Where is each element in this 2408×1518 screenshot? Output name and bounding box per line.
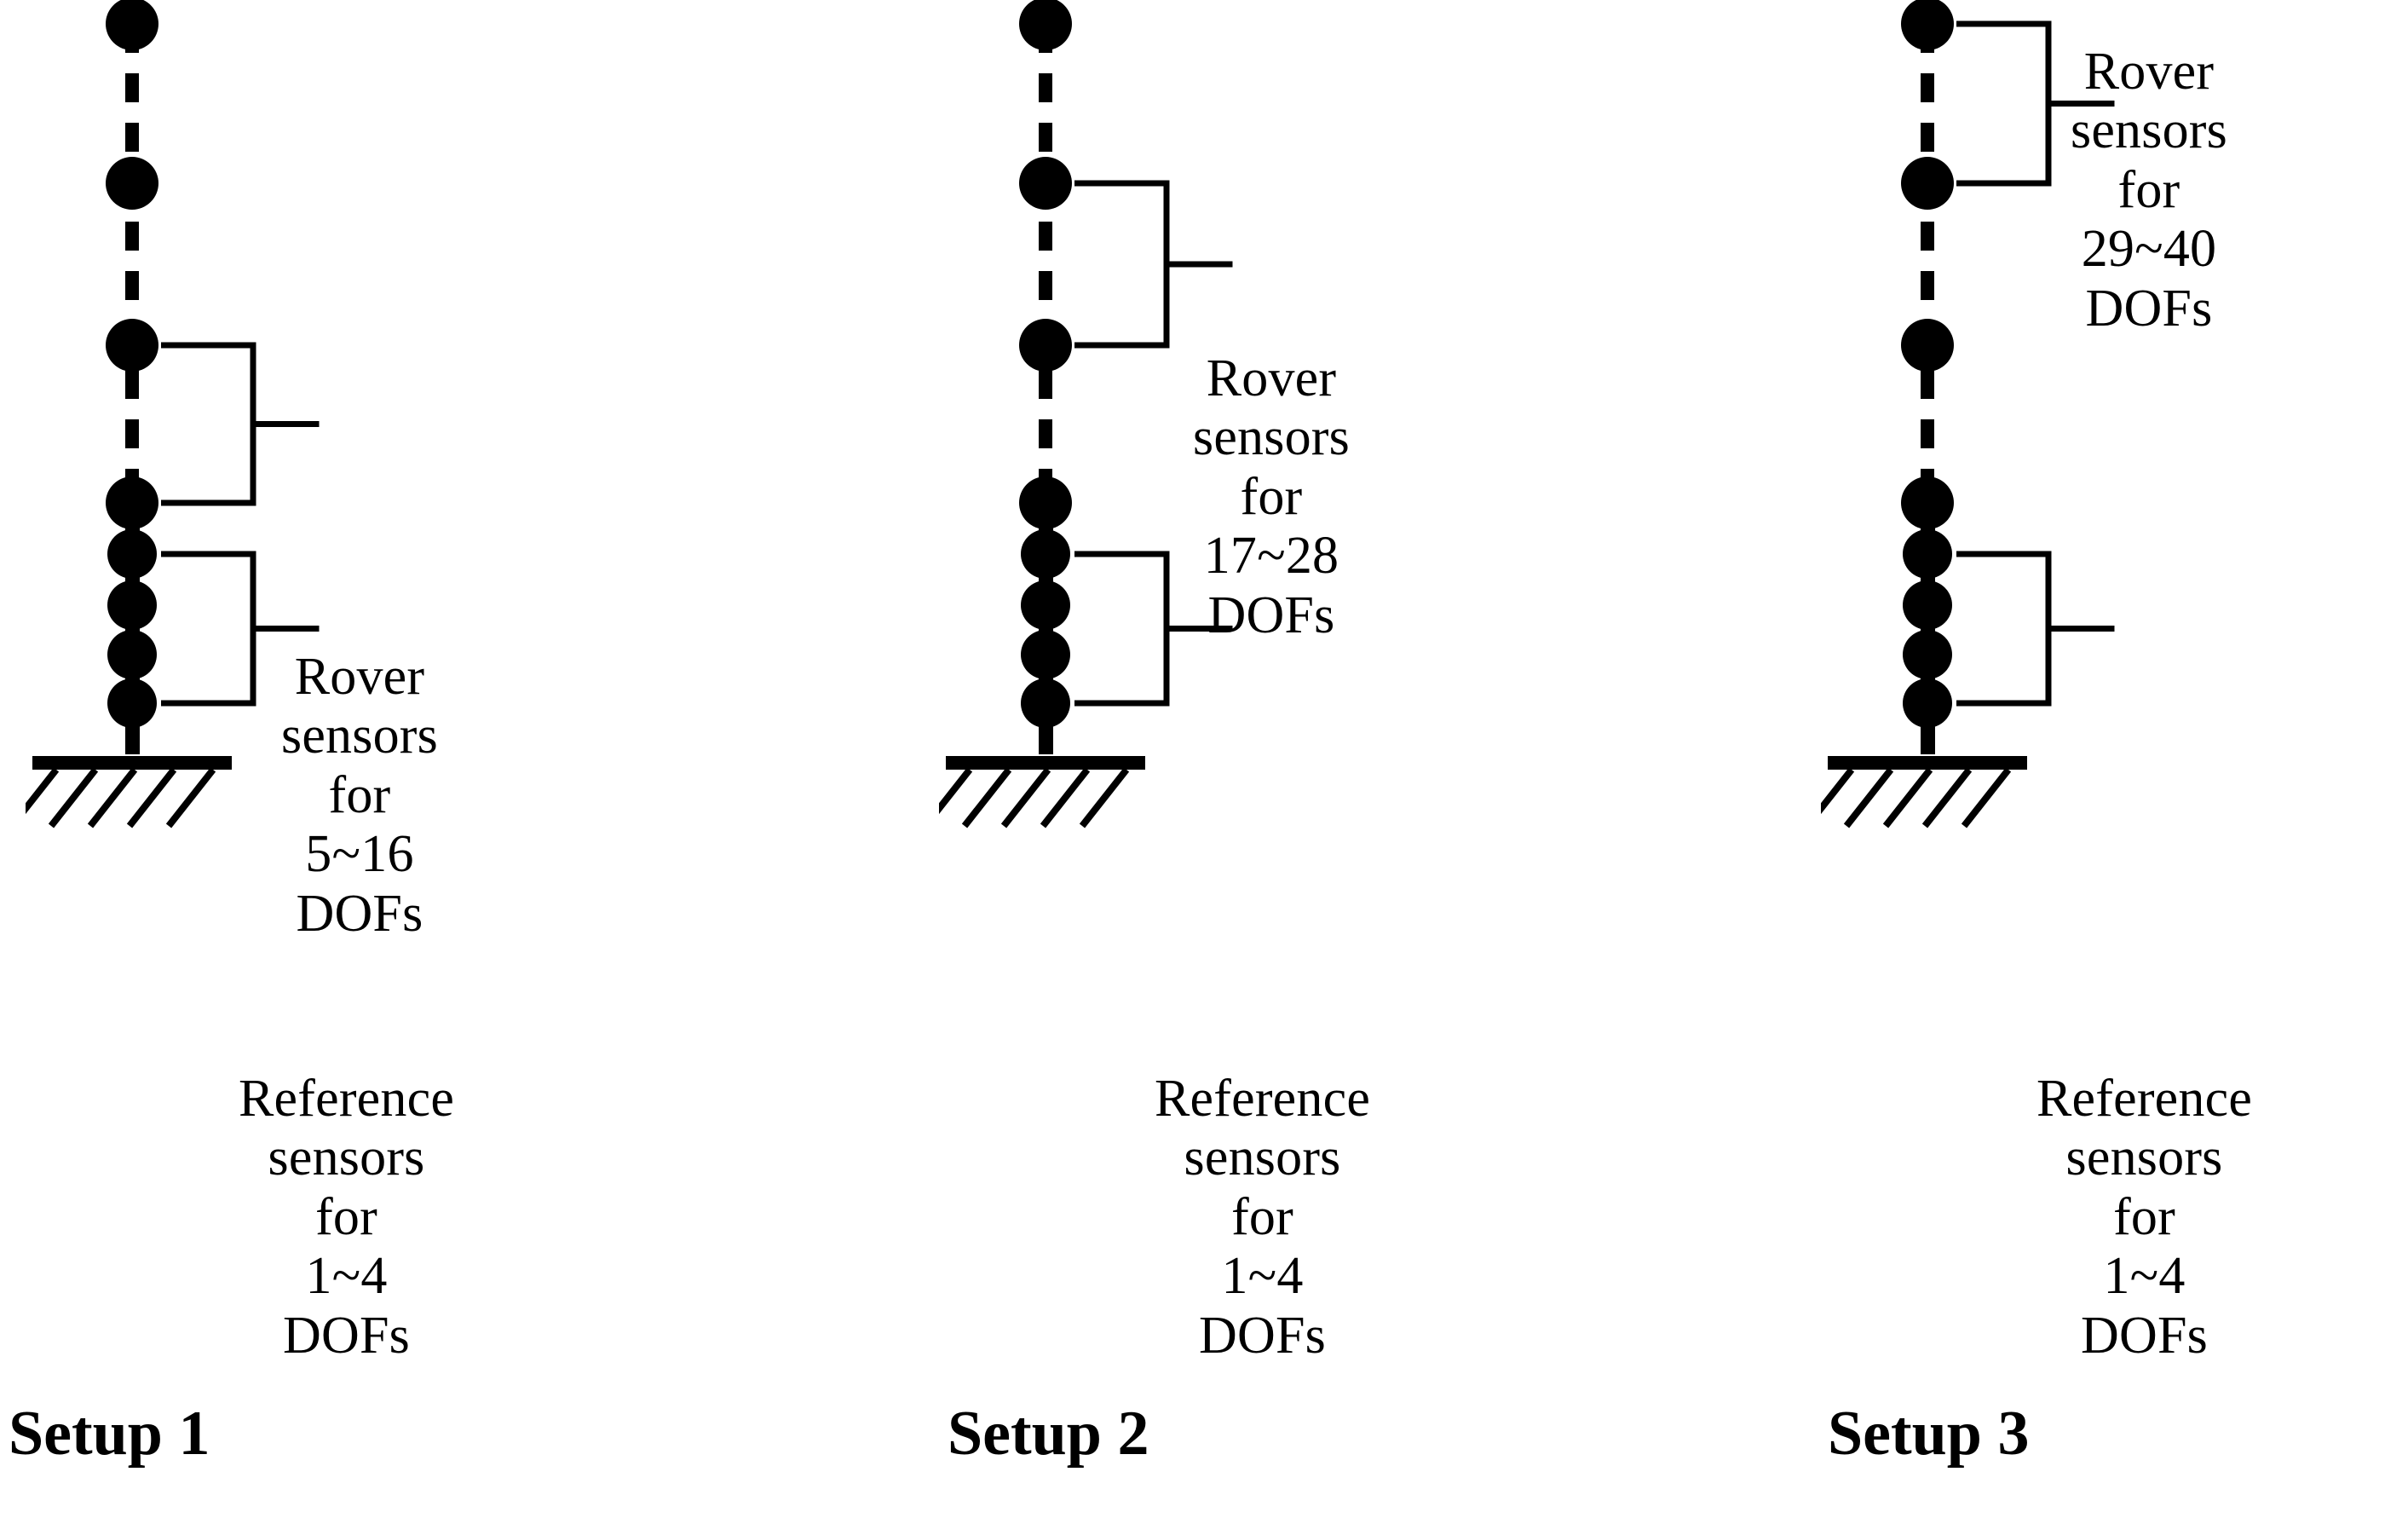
sensor-node[interactable] [1021,580,1070,630]
rover-callout-line-1: Rover [294,648,425,706]
fixed-support-icon [1804,754,2034,850]
reference-callout-line-2: sensors for [2065,1128,2223,1246]
setup-label-1: Setup 1 [9,1399,210,1469]
sensor-node[interactable] [106,157,158,210]
sensor-node[interactable] [106,319,158,372]
sensor-node[interactable] [107,529,157,579]
setup-label-2: Setup 2 [948,1399,1149,1469]
reference-callout-line-1: Reference [239,1070,455,1128]
column-dashed-segment [1039,24,1052,503]
rover-callout-line-3: 5~16 DOFs [296,825,423,943]
reference-callout-line-3: 1~4 DOFs [2081,1247,2208,1365]
fixed-support-icon [922,754,1152,850]
setup-label-3: Setup 3 [1828,1399,2030,1469]
rover-callout-line-3: 17~28 DOFs [1203,527,1339,644]
reference-brace [1953,520,2120,737]
sensor-node[interactable] [107,678,157,728]
rover-brace [1953,0,2120,217]
sensor-node[interactable] [1021,529,1070,579]
reference-callout-line-2: sensors for [268,1128,425,1246]
reference-brace [158,520,325,737]
sensor-node[interactable] [106,0,158,50]
rover-callout-line-1: Rover [2083,43,2215,101]
reference-callout-line-2: sensors for [1184,1128,1341,1246]
sensor-node[interactable] [1901,0,1954,50]
sensor-node[interactable] [1903,580,1952,630]
fixed-support-icon [9,754,239,850]
rover-brace [1071,149,1238,379]
sensor-node[interactable] [107,630,157,679]
sensor-node[interactable] [1901,157,1954,210]
reference-callout-line-3: 1~4 DOFs [283,1247,410,1365]
sensor-node[interactable] [1021,630,1070,679]
rover-callout-line-2: sensors for [1193,408,1350,526]
sensor-node[interactable] [1019,157,1072,210]
reference-callout-line-3: 1~4 DOFs [1199,1247,1326,1365]
sensor-node[interactable] [1019,476,1072,529]
reference-callout-line-1: Reference [2036,1070,2253,1128]
sensor-node[interactable] [1903,630,1952,679]
sensor-node[interactable] [1901,476,1954,529]
sensor-node[interactable] [1903,529,1952,579]
rover-callout-line-3: 29~40 DOFs [2081,220,2217,338]
reference-brace [1071,520,1238,737]
column-dashed-segment [1921,24,1934,503]
reference-callout-line-1: Reference [1155,1070,1371,1128]
rover-callout-line-1: Rover [1206,349,1337,407]
rover-callout-line-2: sensors for [281,707,438,824]
sensor-node[interactable] [1019,0,1072,50]
sensor-node[interactable] [1021,678,1070,728]
sensor-node[interactable] [1901,319,1954,372]
rover-brace [158,311,325,537]
sensor-node[interactable] [106,476,158,529]
rover-callout-line-2: sensors for [2071,101,2227,219]
sensor-node[interactable] [1903,678,1952,728]
column-dashed-segment [125,24,139,503]
sensor-node[interactable] [1019,319,1072,372]
sensor-node[interactable] [107,580,157,630]
